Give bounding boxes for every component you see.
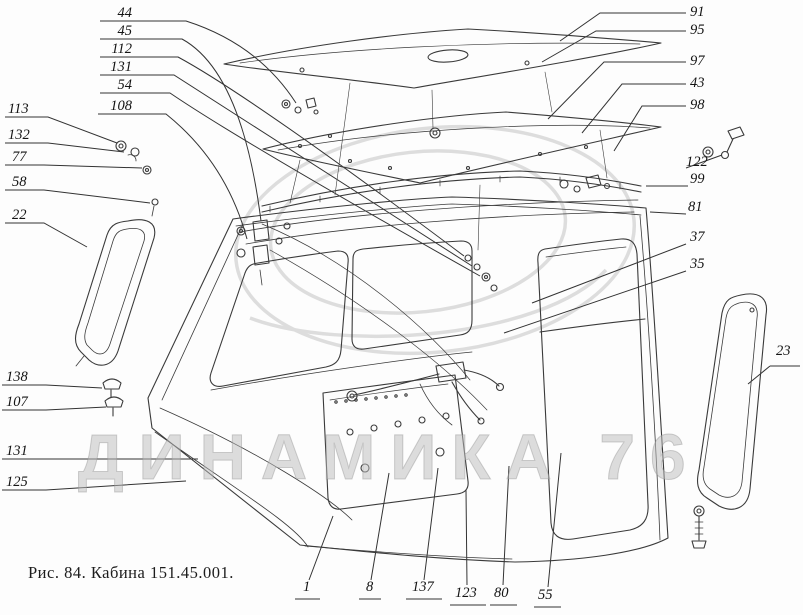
callout-44: 44	[117, 5, 133, 21]
roof-rails	[239, 71, 642, 251]
callout-131-top: 131	[110, 59, 132, 75]
leader-lines	[2, 12, 800, 608]
callout-98: 98	[690, 97, 705, 113]
callout-8: 8	[366, 579, 374, 595]
callout-43: 43	[690, 75, 705, 91]
callout-58: 58	[12, 174, 27, 190]
callout-125: 125	[6, 474, 28, 490]
callout-122: 122	[686, 154, 708, 170]
callout-54: 54	[117, 77, 133, 93]
callout-55: 55	[538, 587, 553, 603]
right-window-frame	[697, 293, 768, 510]
callout-138: 138	[6, 369, 28, 385]
figure-caption: Рис. 84. Кабина 151.45.001.	[28, 563, 234, 582]
callout-132: 132	[8, 127, 30, 143]
callout-37: 37	[690, 229, 705, 245]
door-inner-panel	[322, 374, 469, 510]
callout-80: 80	[494, 585, 509, 601]
callout-35: 35	[690, 256, 705, 272]
callout-112: 112	[111, 41, 132, 57]
watermark-swirl-icon	[234, 124, 636, 356]
callout-99: 99	[690, 171, 705, 187]
callout-23: 23	[776, 343, 791, 359]
callout-123: 123	[455, 585, 477, 601]
wiper-assembly	[346, 361, 505, 426]
roof-inner-panel	[262, 111, 662, 184]
callout-137: 137	[412, 579, 434, 595]
cab-body	[147, 196, 669, 563]
callout-45: 45	[117, 23, 133, 39]
callout-108: 108	[110, 98, 132, 114]
hardware-parts	[102, 97, 745, 549]
callout-113: 113	[8, 101, 29, 117]
callout-95: 95	[690, 22, 705, 38]
callout-97: 97	[690, 53, 705, 69]
callout-77: 77	[12, 149, 27, 165]
roof-outer-panel	[223, 28, 662, 89]
callout-1: 1	[303, 579, 311, 595]
callout-91: 91	[690, 4, 705, 20]
left-window-frame	[74, 219, 156, 367]
callout-131-left: 131	[6, 443, 28, 459]
callout-107: 107	[6, 394, 28, 410]
callout-22: 22	[12, 207, 27, 223]
callout-81: 81	[688, 199, 703, 215]
